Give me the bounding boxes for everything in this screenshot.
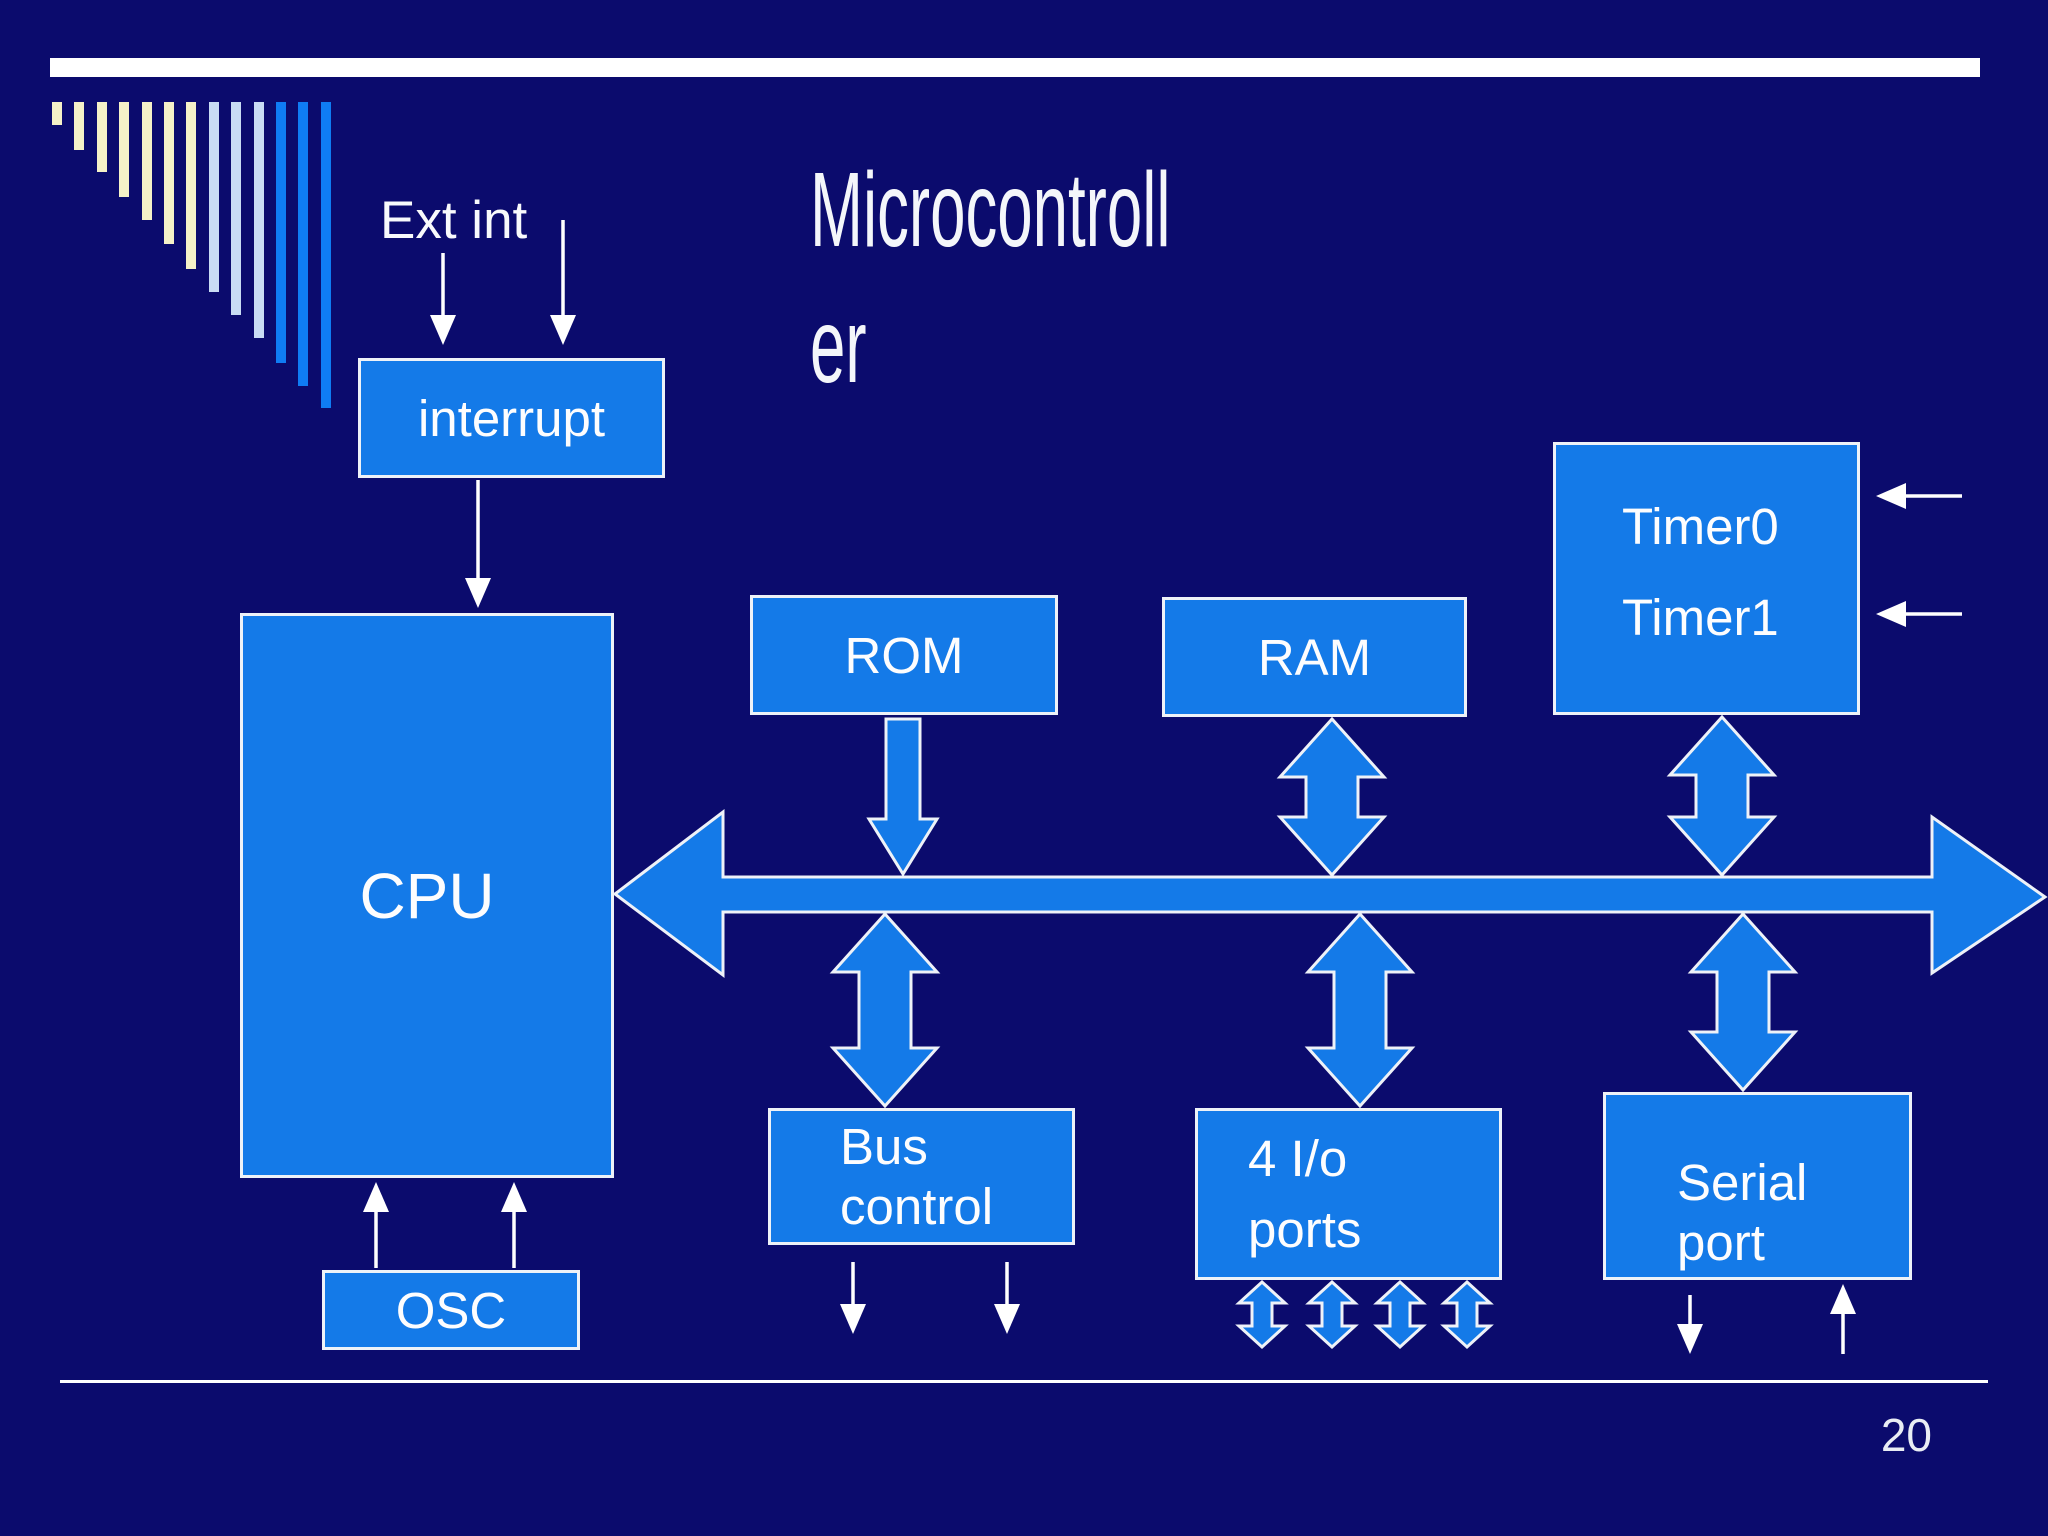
- timers-block: Timer0 Timer1: [1553, 442, 1860, 715]
- osc-to-cpu-arrow-1: [363, 1182, 389, 1268]
- page-number: 20: [1880, 1409, 1932, 1461]
- interrupt-label: interrupt: [417, 389, 606, 447]
- osc-block: OSC: [322, 1270, 580, 1350]
- ext-int-arrow-2: [550, 220, 576, 345]
- system-bus-arrow: [612, 808, 2048, 978]
- decorative-stripes: [0, 0, 400, 440]
- timer1-label: Timer1: [1622, 589, 1779, 646]
- top-rule: [50, 58, 1980, 77]
- bus-control-label-line1: Bus: [840, 1117, 928, 1175]
- bus-control-block: Bus control: [768, 1108, 1075, 1245]
- decorative-stripe-6: [164, 102, 174, 244]
- decorative-stripe-4: [119, 102, 129, 197]
- io-ports-block: 4 I/o ports: [1195, 1108, 1502, 1280]
- io-pin-double-arrow-4: [1440, 1279, 1494, 1350]
- slide-title-line1: Microcontroll: [810, 151, 1171, 269]
- decorative-stripe-7: [186, 102, 196, 269]
- osc-to-cpu-arrow-2: [501, 1182, 527, 1268]
- io-pin-double-arrow-3: [1373, 1279, 1427, 1350]
- rom-to-bus-arrow: [866, 717, 940, 877]
- timer-input-arrow-1: [1876, 483, 1962, 509]
- decorative-stripe-10: [254, 102, 264, 338]
- ram-bus-double-arrow: [1276, 716, 1388, 878]
- ram-label: RAM: [1257, 628, 1372, 686]
- bus-ioports-double-arrow: [1304, 911, 1416, 1109]
- decorative-stripe-3: [97, 102, 107, 172]
- decorative-stripe-2: [74, 102, 84, 150]
- io-pin-double-arrow-1: [1235, 1279, 1289, 1350]
- ext-int-label: Ext int: [380, 191, 528, 250]
- rom-label: ROM: [844, 626, 964, 684]
- timer-input-arrow-2: [1876, 601, 1962, 627]
- bus-control-label-line2: control: [840, 1177, 994, 1235]
- rom-block: ROM: [750, 595, 1058, 715]
- ext-int-arrow-1: [430, 253, 456, 345]
- serial-port-block: Serial port: [1603, 1092, 1912, 1280]
- serial-out-arrow: [1677, 1295, 1703, 1354]
- decorative-stripe-13: [321, 102, 331, 408]
- cpu-block: CPU: [240, 613, 614, 1178]
- bottom-rule: [60, 1380, 1988, 1383]
- timer-bus-double-arrow: [1666, 714, 1778, 878]
- io-ports-label-line2: ports: [1248, 1201, 1362, 1258]
- io-pin-double-arrow-2: [1305, 1279, 1359, 1350]
- io-ports-label-line1: 4 I/o: [1248, 1130, 1348, 1187]
- serial-port-label-line1: Serial: [1677, 1154, 1808, 1211]
- serial-in-arrow: [1830, 1284, 1856, 1354]
- slide-title-line2: er: [810, 287, 867, 405]
- bus-control-out-arrow-1: [840, 1262, 866, 1334]
- osc-label: OSC: [395, 1281, 507, 1339]
- decorative-stripe-9: [231, 102, 241, 315]
- slide-title: Microcontroll er: [810, 142, 1411, 414]
- decorative-stripe-5: [142, 102, 152, 220]
- interrupt-block: interrupt: [358, 358, 665, 478]
- bus-serial-double-arrow: [1687, 911, 1799, 1093]
- interrupt-to-cpu-arrow: [465, 480, 491, 608]
- bus-buscontrol-double-arrow: [829, 911, 941, 1109]
- decorative-stripe-11: [276, 102, 286, 363]
- decorative-stripe-8: [209, 102, 219, 292]
- serial-port-label-line2: port: [1677, 1214, 1765, 1271]
- timer0-label: Timer0: [1622, 498, 1779, 555]
- bus-control-out-arrow-2: [994, 1262, 1020, 1334]
- decorative-stripe-12: [298, 102, 308, 386]
- ram-block: RAM: [1162, 597, 1467, 717]
- cpu-label: CPU: [359, 859, 495, 932]
- decorative-stripe-1: [52, 102, 62, 125]
